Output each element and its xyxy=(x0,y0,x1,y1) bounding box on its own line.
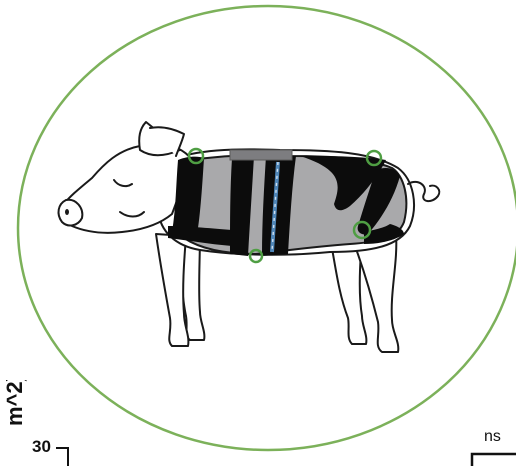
nostril xyxy=(65,209,69,215)
significance-bracket xyxy=(472,454,516,466)
vest-back-plate xyxy=(230,150,292,160)
y-axis-tick xyxy=(56,448,68,466)
y-tick-label: 30 xyxy=(32,437,51,457)
vest-icon xyxy=(168,150,406,256)
y-axis-label: m^2) xyxy=(2,380,28,426)
significance-label: ns xyxy=(484,428,501,446)
front-leg-front xyxy=(156,234,188,346)
pig-snout xyxy=(59,200,83,226)
